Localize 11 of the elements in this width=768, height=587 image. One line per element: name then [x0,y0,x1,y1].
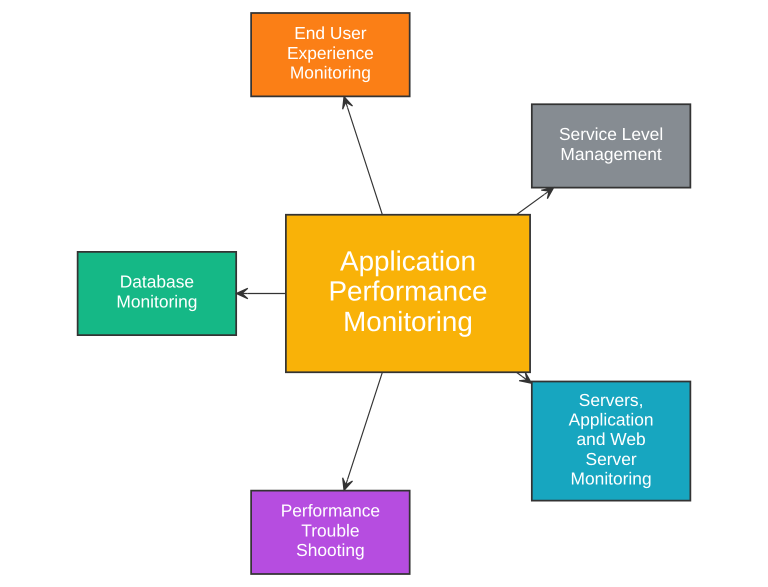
arrow [236,288,286,300]
node-box: Service Level Management [530,103,692,188]
node-box: End User Experience Monitoring [250,12,411,98]
arrow [516,372,532,384]
arrow [342,372,383,491]
node-box: Servers, Application and Web Server Monitoring [530,380,692,502]
node-box: Database Monitoring [76,250,238,336]
node-box: Performance Trouble Shooting [250,490,411,575]
arrow [342,96,383,215]
arrow [516,187,554,216]
node-box: Application Performance Monitoring [285,214,531,374]
